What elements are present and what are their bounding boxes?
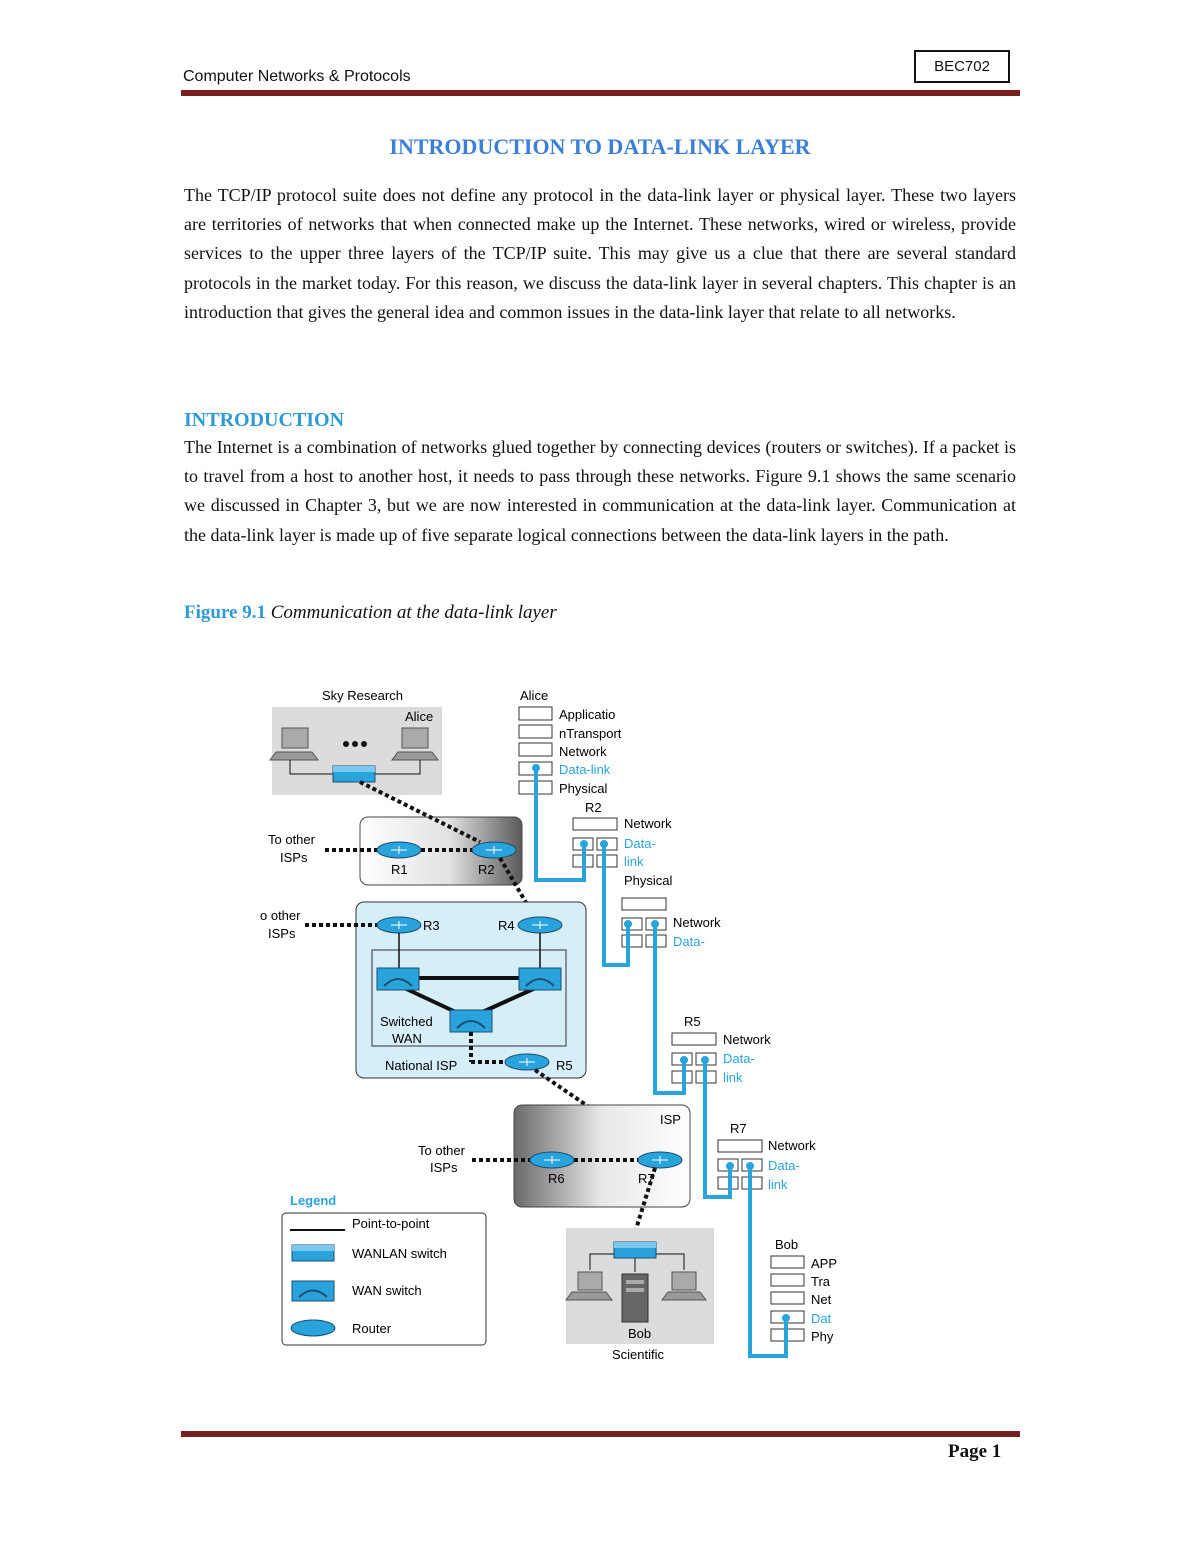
r4-layer-network: Network — [673, 915, 721, 930]
router-icon — [637, 1151, 683, 1169]
r2-layer-link: link — [624, 854, 644, 869]
alice-protocol-stack — [518, 706, 553, 795]
scientific-label: Scientific — [612, 1347, 665, 1362]
bob-host-label: Bob — [628, 1326, 651, 1341]
page-title: INTRODUCTION TO DATA-LINK LAYER — [389, 134, 811, 159]
footer-rule — [181, 1431, 1020, 1437]
legend-wan-switch: WAN switch — [352, 1283, 422, 1298]
intro-paragraph: The TCP/IP protocol suite does not defin… — [184, 185, 1016, 322]
bob-protocol-stack — [770, 1255, 805, 1342]
alice-layer-network: Network — [559, 744, 607, 759]
r6-label: R6 — [548, 1171, 565, 1186]
r2-stack-title: R2 — [585, 800, 602, 815]
legend-point-to-point: Point-to-point — [352, 1216, 430, 1231]
r2-layer-network: Network — [624, 816, 672, 831]
legend-wanlan-switch: WANLAN switch — [352, 1246, 447, 1261]
router-icon — [529, 1151, 575, 1169]
router-icon — [290, 1319, 336, 1337]
datalink-path — [534, 768, 788, 1358]
router-icon — [504, 1053, 550, 1071]
r7-protocol-stack — [717, 1139, 763, 1190]
r2-label: R2 — [478, 862, 495, 877]
r4-layer-data: Data- — [673, 934, 705, 949]
r7-layer-network: Network — [768, 1138, 816, 1153]
alice-host-label: Alice — [405, 709, 433, 724]
to-other-isps-label: To other — [268, 832, 316, 847]
router-icon — [376, 916, 422, 934]
r5-protocol-stack — [671, 1032, 717, 1084]
r2-layer-physical: Physical — [624, 873, 673, 888]
r2-layer-data: Data- — [624, 836, 656, 851]
isp-label: ISP — [660, 1112, 681, 1127]
wan-switch-icon — [291, 1280, 335, 1302]
wanlan-switch-icon — [332, 765, 376, 783]
r1-label: R1 — [391, 862, 408, 877]
ellipsis-icon — [343, 741, 367, 747]
r7-layer-data: Data- — [768, 1158, 800, 1173]
alice-layer-physical: Physical — [559, 781, 608, 796]
laptop-icon — [565, 1271, 613, 1301]
introduction-paragraph: The Internet is a combination of network… — [184, 437, 1016, 545]
local-isp-panel — [513, 1104, 691, 1208]
r5-layer-data: Data- — [723, 1051, 755, 1066]
r3-label: R3 — [423, 918, 440, 933]
laptop-icon — [661, 1271, 707, 1301]
bob-layer-transport: Tra — [811, 1274, 831, 1289]
wanlan-switch-icon — [613, 1241, 657, 1259]
r7-layer-link: link — [768, 1177, 788, 1192]
section-heading: INTRODUCTION — [184, 409, 345, 431]
header-rule — [181, 90, 1020, 96]
r5-layer-network: Network — [723, 1032, 771, 1047]
bob-layer-network: Net — [811, 1292, 832, 1307]
wan-switch-icon — [518, 967, 562, 991]
r4-label: R4 — [498, 918, 515, 933]
page-number: Page 1 — [948, 1441, 1002, 1462]
bob-layer-datalink: Dat — [811, 1311, 832, 1326]
server-icon — [621, 1273, 649, 1323]
laptop-icon — [269, 727, 319, 761]
router-icon — [517, 916, 563, 934]
r5-layer-link: link — [723, 1070, 743, 1085]
legend-title: Legend — [290, 1193, 336, 1208]
isps-label: ISPs — [268, 926, 296, 941]
r5-label: R5 — [556, 1058, 573, 1073]
isps-label: ISPs — [280, 850, 308, 865]
r7-stack-title: R7 — [730, 1121, 747, 1136]
wan-label: WAN — [392, 1031, 422, 1046]
course-code-box: BEC702 — [914, 50, 1010, 83]
sky-research-label: Sky Research — [322, 688, 403, 703]
r5-stack-title: R5 — [684, 1014, 701, 1029]
bob-layer-app: APP — [811, 1256, 837, 1271]
alice-stack-label: Alice — [520, 688, 548, 703]
alice-layer-application: Applicatio — [559, 707, 615, 722]
router-icon — [376, 841, 422, 859]
figure-caption-text: Communication at the data-link layer — [270, 602, 557, 623]
bob-layer-physical: Phy — [811, 1329, 834, 1344]
to-other-isps-label: To other — [418, 1143, 466, 1158]
router-icon — [471, 841, 517, 859]
laptop-icon — [391, 727, 439, 761]
to-other-isps-label: o other — [260, 908, 301, 923]
switched-label: Switched — [380, 1014, 433, 1029]
figure-number: Figure 9.1 — [184, 602, 266, 623]
alice-layer-transport: nTransport — [559, 726, 622, 741]
alice-layer-datalink: Data-link — [559, 762, 611, 777]
wan-switch-icon — [449, 1009, 493, 1033]
r2-protocol-stack — [572, 817, 618, 868]
wanlan-switch-icon — [291, 1244, 335, 1262]
isps-label: ISPs — [430, 1160, 458, 1175]
bob-stack-label: Bob — [775, 1237, 798, 1252]
datalink-endpoints — [532, 764, 790, 1322]
national-isp-label: National ISP — [385, 1058, 457, 1073]
figure-caption: Figure 9.1 Communication at the data-lin… — [184, 602, 557, 624]
header-title: Computer Networks & Protocols — [183, 68, 411, 85]
wan-switch-icon — [376, 967, 420, 991]
legend-router: Router — [352, 1321, 392, 1336]
